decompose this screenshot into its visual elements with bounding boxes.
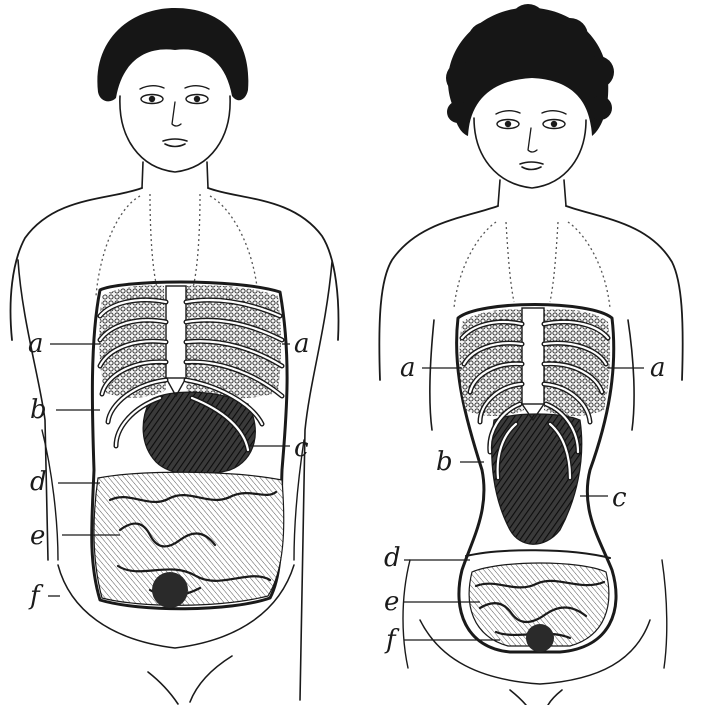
natural-label-a-right: a: [294, 329, 310, 359]
corseted-nose: [528, 128, 537, 152]
corseted-label-b: b: [436, 447, 453, 477]
corseted-sternum: [522, 308, 544, 404]
corseted-eyes: [496, 111, 566, 129]
corseted-label-a-left: a: [400, 353, 416, 383]
corseted-label-f: f: [384, 625, 400, 655]
natural-colon-bulge: [152, 572, 188, 608]
natural-sternum: [166, 286, 186, 378]
corseted-figure: a a b c d e f: [379, 4, 682, 705]
corseted-label-c: c: [612, 483, 627, 513]
corseted-hair: [446, 4, 614, 136]
natural-label-e: e: [30, 521, 45, 551]
natural-neck: [142, 162, 208, 188]
natural-groin: [148, 656, 232, 704]
natural-label-b: b: [30, 395, 47, 425]
natural-label-d: d: [30, 467, 47, 497]
corseted-arm-left: [430, 320, 434, 430]
natural-mouth: [163, 139, 187, 147]
natural-label-a-left: a: [28, 329, 44, 359]
corseted-neck: [498, 180, 566, 206]
corseted-compressed-band: [466, 550, 610, 558]
corseted-colon-bulge: [526, 624, 554, 652]
natural-intestines: [94, 472, 284, 605]
natural-eyes: [140, 86, 209, 104]
corseted-label-d: d: [384, 543, 401, 573]
natural-hair: [97, 8, 248, 101]
corseted-face: [474, 118, 586, 188]
natural-figure: a a b c d e f: [11, 8, 339, 704]
corseted-groin: [510, 690, 562, 705]
corseted-label-e: e: [384, 587, 399, 617]
natural-nose: [172, 102, 181, 126]
corseted-label-a-right: a: [650, 353, 666, 383]
corseted-mouth: [520, 162, 543, 170]
natural-label-f: f: [28, 581, 44, 611]
natural-face: [120, 96, 230, 172]
corseted-lungs: [454, 222, 610, 308]
corseted-arm-right: [628, 320, 634, 430]
natural-label-c: c: [294, 433, 309, 463]
